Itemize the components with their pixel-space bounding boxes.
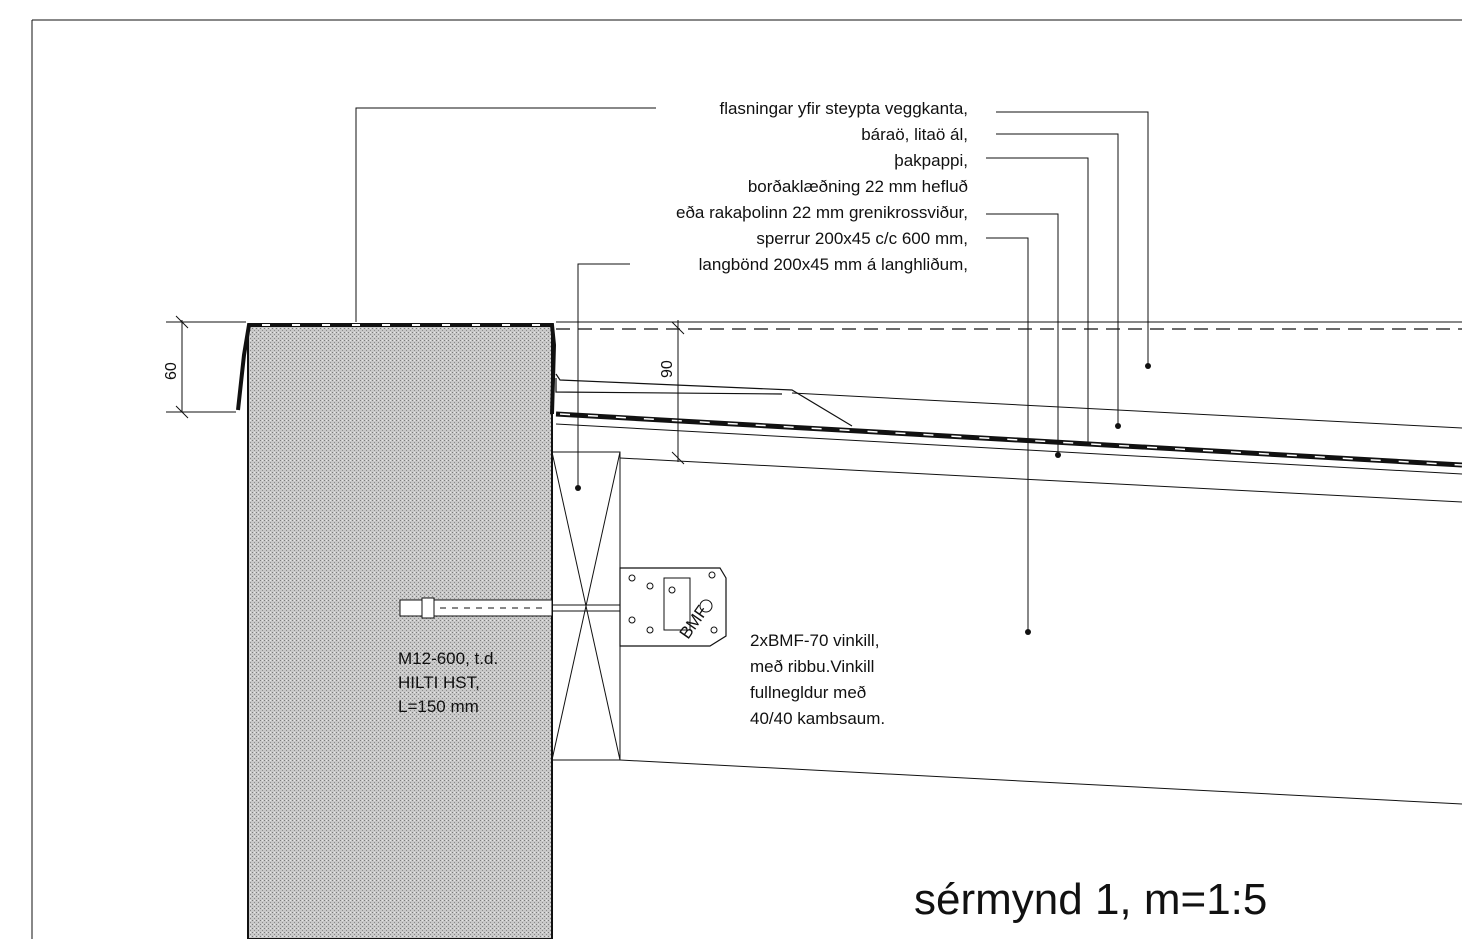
leader-dot-rafters: [1025, 629, 1031, 635]
leader-dot-corrugated: [1115, 423, 1121, 429]
dim90-label: 90: [659, 360, 676, 378]
corrugated-line: [791, 392, 1462, 429]
label-beams: langbönd 200x45 mm á langhliðum,: [699, 255, 968, 274]
leader-corrugated: [996, 133, 1119, 426]
angle-bracket: [619, 567, 727, 647]
anchor-note-line-1: M12-600, t.d.: [398, 649, 498, 668]
leader-rafters: [986, 237, 1029, 632]
label-boards: borðaklæðning 22 mm hefluð: [748, 177, 968, 196]
label-roofing-felt: þakpappi,: [894, 151, 968, 170]
bracket-note-line-4: 40/40 kambsaum.: [750, 709, 885, 728]
dim90-tick-bottom: [671, 451, 685, 465]
leader-flashing-left: [355, 107, 656, 322]
label-plywood: eða rakaþolinn 22 mm grenikrossviður,: [676, 203, 968, 222]
dim90-tick-top: [671, 321, 685, 335]
leader-flashing-right: [996, 111, 1149, 366]
bracket-note-line-2: með ribbu.Vinkill: [750, 657, 874, 676]
anchor-note-line-2: HILTI HST,: [398, 673, 480, 692]
anchor-note-line-3: L=150 mm: [398, 697, 479, 716]
drawing-title: sérmynd 1, m=1:5: [914, 875, 1267, 924]
leader-dot-beams: [575, 485, 581, 491]
corrugated-sheet: [555, 373, 853, 427]
leader-dot-flashing: [1145, 363, 1151, 369]
label-corrugated: báraö, litaö ál,: [861, 125, 968, 144]
dim60-label: 60: [163, 362, 180, 380]
dim60-tick-top: [175, 315, 189, 329]
rafter-top: [619, 457, 1462, 503]
wall-flashing: [236, 323, 557, 415]
corrugated-lower: [555, 378, 783, 395]
leader-dot-plywood: [1055, 452, 1061, 458]
leader-beams: [577, 263, 630, 488]
beam-cross-b: [551, 451, 621, 761]
label-rafters: sperrur 200x45 c/c 600 mm,: [756, 229, 968, 248]
bracket-note-line-1: 2xBMF-70 vinkill,: [750, 631, 879, 650]
label-flashing: flasningar yfir steypta veggkanta,: [719, 99, 968, 118]
leader-plywood: [986, 213, 1059, 455]
rafter-bottom: [619, 759, 1462, 805]
dim60-tick-bottom: [175, 405, 189, 419]
bracket-note-line-3: fullnegldur með: [750, 683, 866, 702]
board-line: [555, 423, 1462, 475]
concrete-wall: [247, 325, 553, 939]
leader-felt: [986, 157, 1089, 444]
roofing-felt-dash: [559, 413, 1462, 466]
